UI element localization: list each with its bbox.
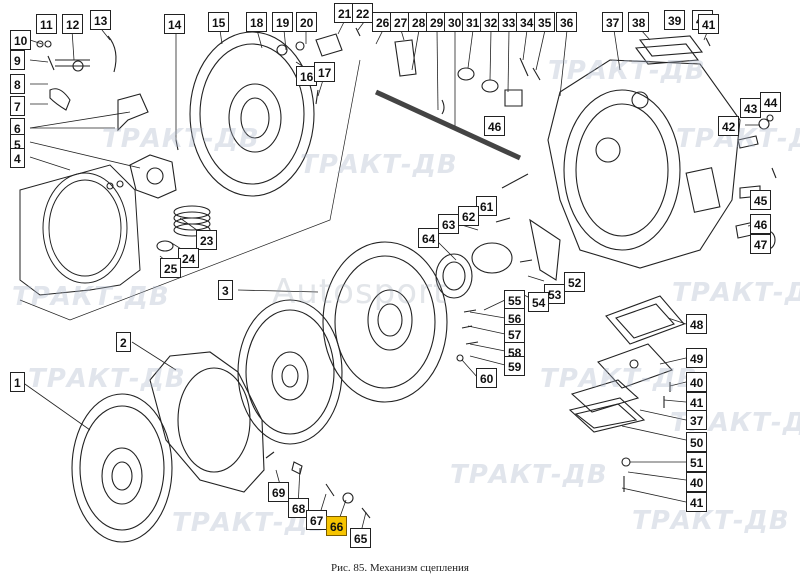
callout-31: 31 — [462, 12, 484, 32]
callout-59: 59 — [504, 356, 526, 376]
callout-22: 22 — [352, 3, 374, 23]
misc-left — [36, 40, 179, 190]
callout-68: 68 — [288, 498, 310, 518]
callout-4: 4 — [10, 148, 25, 168]
small-parts-bottom — [265, 451, 371, 519]
callout-28: 28 — [408, 12, 430, 32]
callout-17: 17 — [314, 62, 336, 82]
watermark-8: ТРАКТ-ДВ — [540, 364, 698, 394]
callout-41-mid: 41 — [686, 392, 708, 412]
callout-49: 49 — [686, 348, 708, 368]
callout-52: 52 — [564, 272, 586, 292]
callout-11: 11 — [36, 14, 57, 34]
callout-10: 10 — [10, 30, 32, 50]
callout-21: 21 — [334, 3, 356, 23]
flywheel — [71, 393, 173, 543]
small-parts-top — [276, 27, 361, 105]
callout-64: 64 — [418, 228, 440, 248]
callout-66-highlighted[interactable]: 66 — [326, 516, 348, 536]
spring-cage — [129, 154, 177, 199]
callout-46-top: 46 — [484, 116, 506, 136]
callout-50: 50 — [686, 432, 708, 452]
callout-23: 23 — [196, 230, 218, 250]
callout-39: 39 — [664, 10, 686, 30]
release-shaft — [374, 39, 541, 161]
callout-51: 51 — [686, 452, 708, 472]
callout-60: 60 — [476, 368, 498, 388]
callout-67: 67 — [306, 510, 328, 530]
callout-9: 9 — [10, 50, 25, 70]
spring-stack — [156, 205, 211, 252]
callout-57: 57 — [504, 324, 526, 344]
callout-34: 34 — [516, 12, 538, 32]
callout-56: 56 — [504, 308, 526, 328]
watermark-7: ТРАКТ-ДВ — [28, 364, 186, 394]
callout-12: 12 — [62, 14, 84, 34]
callout-37-top: 37 — [602, 12, 624, 32]
watermark-12: ТРАКТ-ДВ — [632, 506, 790, 536]
callout-40-mid: 40 — [686, 372, 708, 392]
callout-8: 8 — [10, 74, 25, 94]
callout-14: 14 — [164, 14, 186, 34]
watermark-11: ТРАКТ-ДВ — [450, 460, 608, 490]
callout-42: 42 — [718, 116, 740, 136]
watermark-3: ТРАКТ-ДВ — [548, 56, 706, 86]
watermark-6: ТРАКТ-ДВ — [672, 278, 800, 308]
top-gaskets — [634, 35, 711, 65]
callout-3: 3 — [218, 280, 233, 300]
callout-37-mid: 37 — [686, 410, 708, 430]
callout-18: 18 — [246, 12, 268, 32]
callout-54: 54 — [528, 292, 550, 312]
friction-ring — [149, 351, 265, 493]
clutch-exploded-diagram — [19, 20, 777, 543]
watermark-1: ТРАКТ-ДВ — [102, 124, 260, 154]
pressure-plate-top — [189, 31, 315, 197]
clutch-disc-small — [19, 164, 141, 296]
callout-48: 48 — [686, 314, 708, 334]
callout-44: 44 — [760, 92, 782, 112]
driven-disc — [237, 299, 343, 445]
callout-43: 43 — [740, 98, 762, 118]
callout-2: 2 — [116, 332, 131, 352]
pressure-plate-mid — [322, 241, 448, 403]
callout-19: 19 — [272, 12, 294, 32]
callout-16: 16 — [296, 66, 318, 86]
callout-45: 45 — [750, 190, 772, 210]
callout-65: 65 — [350, 528, 372, 548]
callout-35: 35 — [534, 12, 556, 32]
callout-27: 27 — [390, 12, 412, 32]
watermark-2: ТРАКТ-ДВ — [300, 150, 458, 180]
watermark-center: Autosport — [272, 272, 448, 312]
callout-41-top: 41 — [698, 14, 720, 34]
release-bearing — [435, 173, 561, 299]
callout-33: 33 — [498, 12, 520, 32]
callout-13: 13 — [90, 10, 112, 30]
callout-69: 69 — [268, 482, 290, 502]
callout-63: 63 — [438, 214, 460, 234]
callout-62: 62 — [458, 206, 480, 226]
callout-7: 7 — [10, 96, 25, 116]
callout-36: 36 — [556, 12, 578, 32]
callout-1: 1 — [10, 372, 25, 392]
callout-41-bottom: 41 — [686, 492, 708, 512]
callout-47: 47 — [750, 234, 772, 254]
release-levers — [49, 35, 149, 132]
callout-55: 55 — [504, 290, 526, 310]
callout-40-bottom: 40 — [686, 472, 708, 492]
callout-38: 38 — [628, 12, 650, 32]
figure-caption: Рис. 85. Механизм сцепления — [331, 562, 469, 574]
mid-bolts — [456, 259, 533, 362]
bellhousing — [547, 59, 741, 269]
callout-46-right: 46 — [750, 214, 772, 234]
watermark-5: ТРАКТ-ДВ — [12, 282, 170, 312]
callout-25: 25 — [160, 258, 182, 278]
right-gaskets — [568, 295, 685, 492]
callout-15: 15 — [208, 12, 230, 32]
callout-20: 20 — [296, 12, 318, 32]
